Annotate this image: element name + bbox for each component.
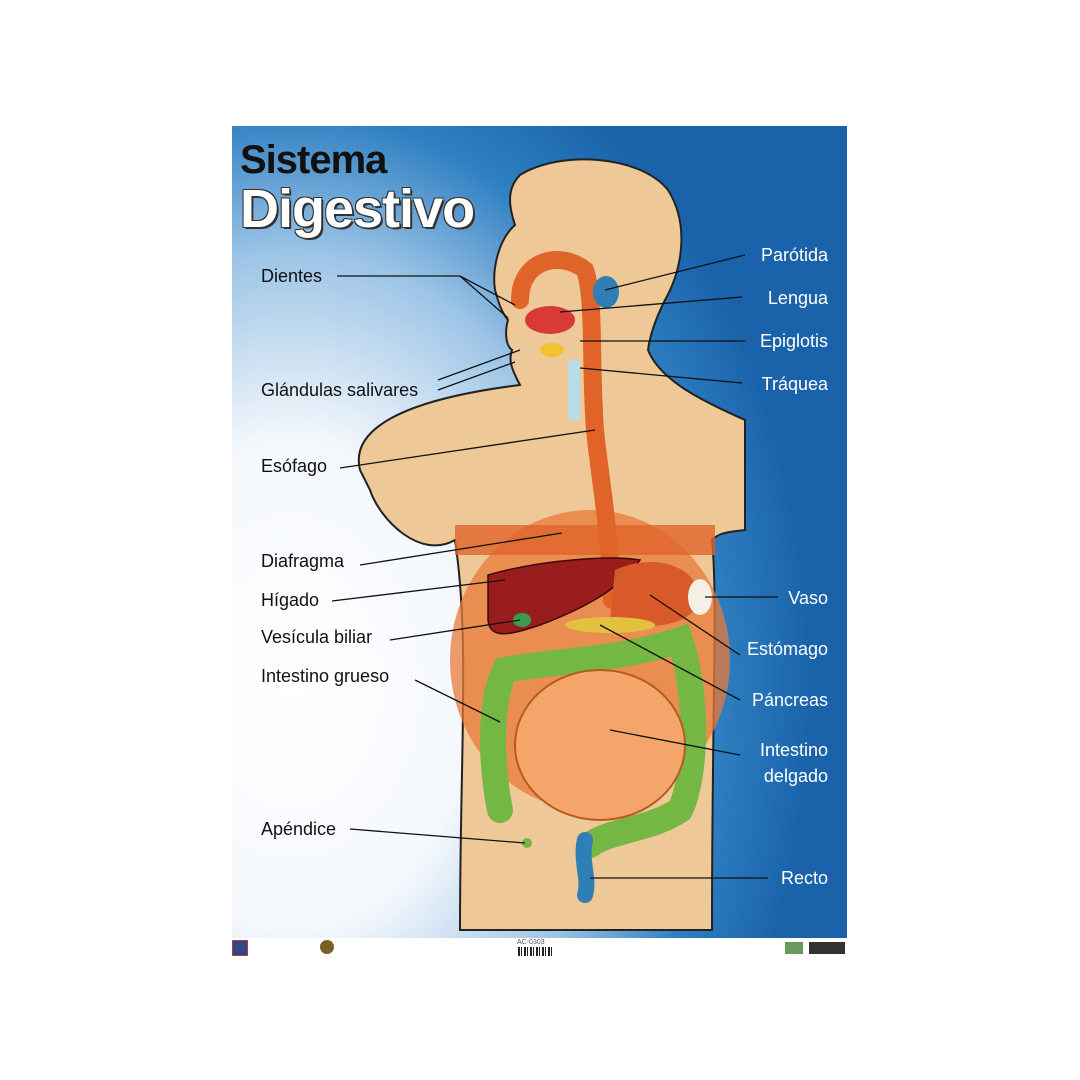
spleen [688,579,712,615]
rectum [575,832,595,903]
stomach [610,561,700,626]
title-line2: Digestivo [240,179,475,239]
label-apendice: Apéndice [261,819,337,839]
title-line1: Sistema [240,138,387,182]
label-intestino-grueso: Intestino grueso [261,666,390,686]
label-higado: Hígado [261,590,320,610]
large-intestine [480,623,707,858]
diaphragm [455,525,715,555]
label-dientes: Dientes [261,266,323,286]
publisher-logo-left [232,940,248,956]
label-parotida: Parótida [760,245,828,265]
gallbladder [513,613,531,627]
seal-logo [320,940,334,954]
label-diafragma: Diafragma [261,551,345,571]
pancreas [565,617,655,633]
label-recto: Recto [780,868,828,888]
label-intestino-delgado-1: Intestino [759,740,828,760]
label-lengua: Lengua [767,288,828,308]
trachea [568,360,580,420]
salivary-gland [540,343,564,357]
label-traquea: Tráquea [761,374,828,394]
small-intestine [514,669,686,821]
label-epiglotis: Epiglotis [759,331,828,351]
publisher-logo-right [785,942,845,954]
parotid [593,276,619,308]
label-vaso: Vaso [788,588,828,608]
appendix [522,838,532,848]
tongue [525,306,575,334]
label-pancreas: Páncreas [751,690,828,710]
esophagus [511,251,621,609]
leader-lines [331,254,778,879]
label-intestino-delgado-2: delgado [763,766,828,786]
label-esofago: Esófago [261,456,328,476]
product-code: AC-0303 [517,939,545,946]
label-glandulas-salivares: Glándulas salivares [261,380,419,400]
label-estomago: Estómago [746,639,828,659]
barcode [518,947,554,956]
label-vesicula-biliar: Vesícula biliar [261,627,373,647]
